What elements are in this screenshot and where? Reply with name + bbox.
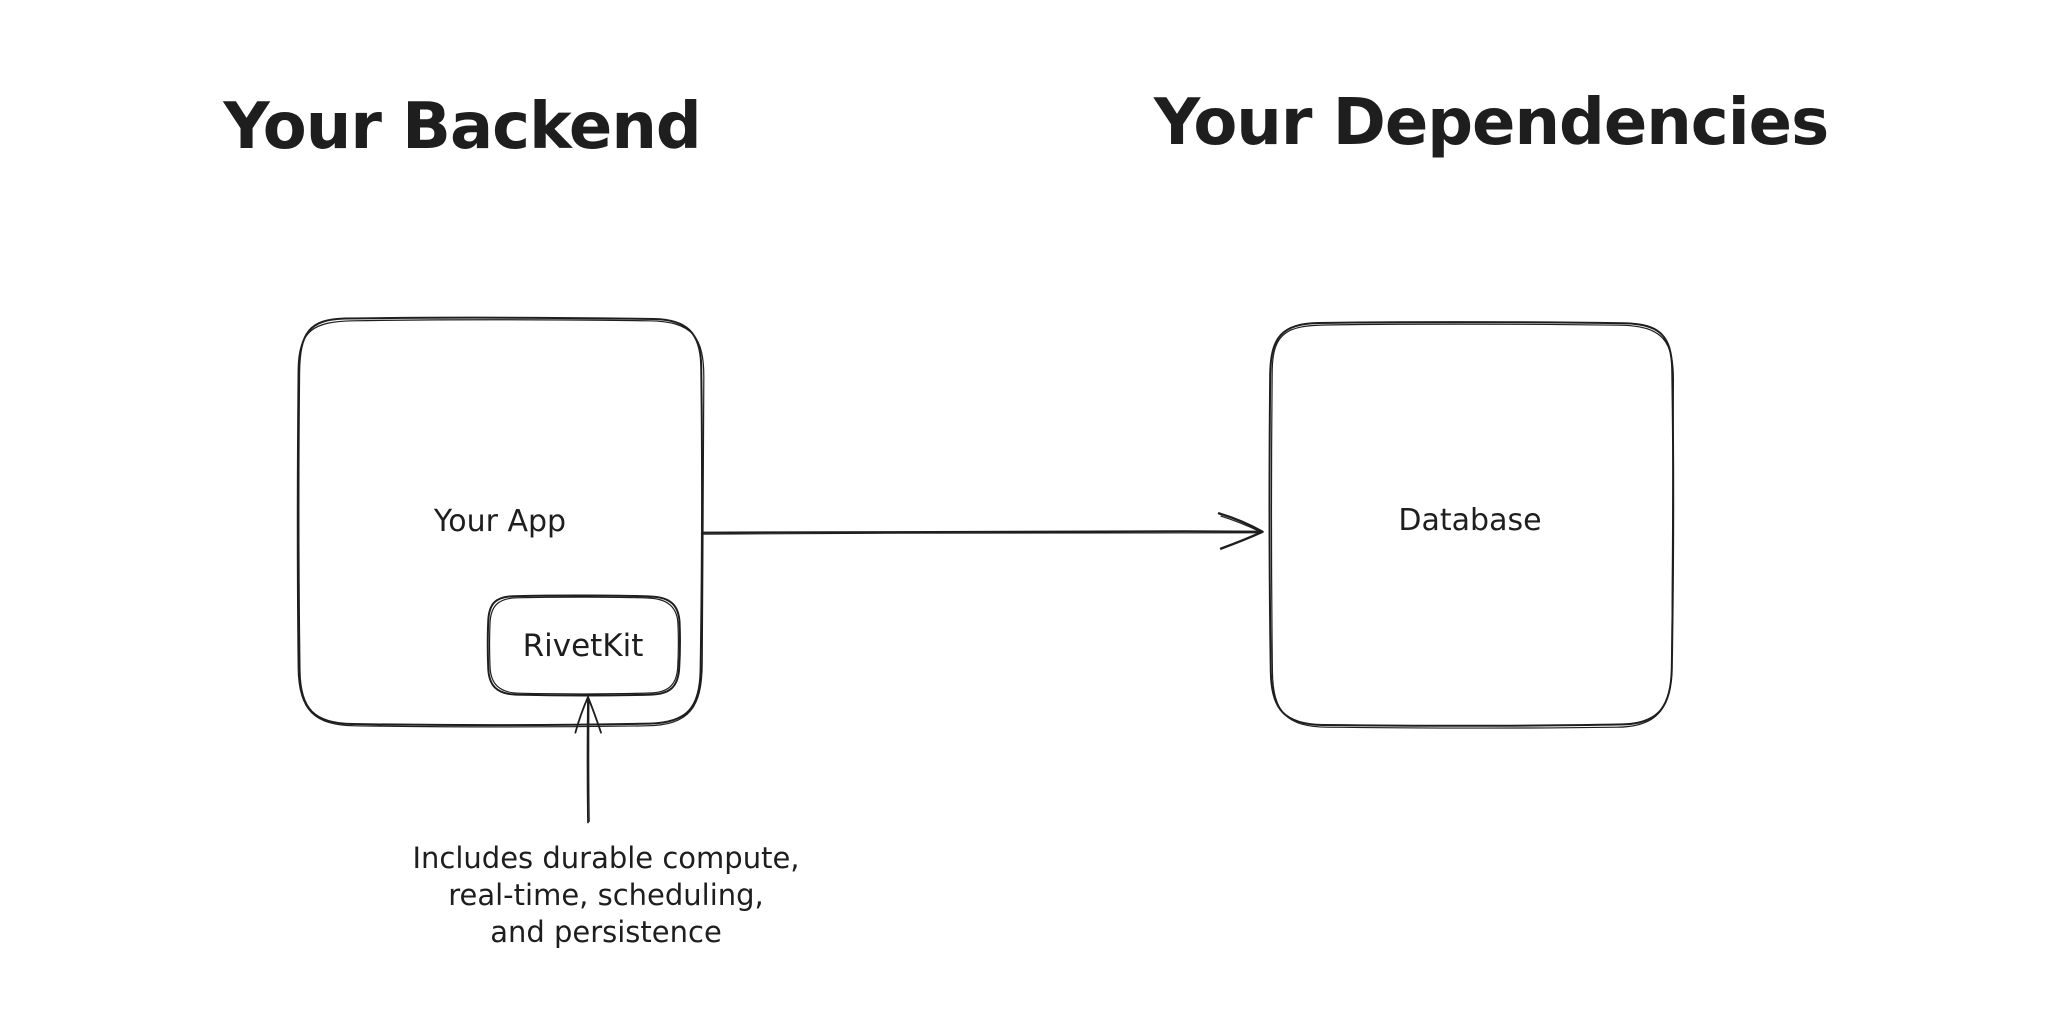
your-app-box-outline-second-pass bbox=[296, 319, 705, 728]
backend-section-title: Your Backend bbox=[223, 90, 701, 164]
rivetkit-box-outline-second-pass bbox=[488, 596, 679, 695]
diagram-strokes bbox=[296, 316, 1675, 824]
database-box-outline-second-pass bbox=[1270, 323, 1675, 729]
annotation-arrow bbox=[574, 696, 602, 824]
arrowhead-right-second-pass bbox=[1220, 515, 1261, 548]
rivetkit-label: RivetKit bbox=[522, 628, 644, 664]
app-to-database-arrow bbox=[701, 512, 1264, 550]
rivetkit-annotation: Includes durable compute, real-time, sch… bbox=[412, 840, 799, 951]
arrow-shaft-second-pass bbox=[702, 532, 1260, 535]
annotation-line: real-time, scheduling, bbox=[448, 878, 764, 912]
rivetkit-box bbox=[486, 594, 681, 697]
dependencies-section-title: Your Dependencies bbox=[1153, 86, 1829, 160]
database-box-outline bbox=[1268, 321, 1675, 727]
your-app-label: Your App bbox=[433, 504, 567, 539]
arrowhead-up-icon bbox=[574, 696, 602, 734]
your-app-box bbox=[296, 316, 705, 728]
annotation-line: Includes durable compute, bbox=[412, 841, 800, 875]
database-box bbox=[1268, 321, 1675, 729]
rivetkit-box-outline bbox=[486, 594, 681, 697]
your-app-box-outline bbox=[297, 316, 704, 727]
arrow-shaft bbox=[701, 530, 1262, 534]
database-label: Database bbox=[1398, 503, 1542, 538]
annotation-line: and persistence bbox=[490, 915, 722, 949]
